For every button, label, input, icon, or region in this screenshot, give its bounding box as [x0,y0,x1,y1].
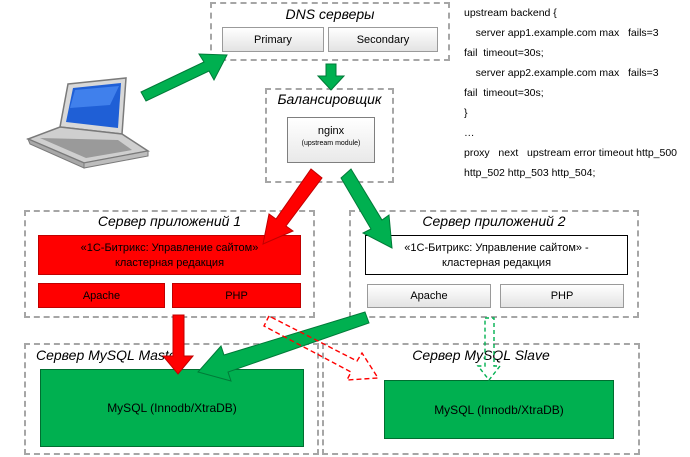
mysql-master-db-box: MySQL (Innodb/XtraDB) [40,369,304,447]
app2-php-box: PHP [500,284,624,308]
nginx-config-text: upstream backend { server app1.example.c… [464,3,688,183]
upstream-module-label: (upstream module) [301,140,361,147]
app2-apache-box: Apache [367,284,491,308]
mysql-slave-title: Сервер MySQL Slave [412,347,550,363]
config-line: … [464,127,475,139]
mysql-master-title: Сервер MySQL Master [36,347,182,363]
app2-bitrix-line1: «1С-Битрикс: Управление сайтом» - [404,242,589,254]
laptop-icon [25,77,150,169]
config-line: upstream backend { [464,7,557,19]
app1-bitrix-line1: «1С-Битрикс: Управление сайтом» [80,242,259,254]
app1-php-box: PHP [172,283,301,308]
config-line: server app2.example.com max fails=3 [464,67,659,79]
config-line: http_502 http_503 http_504; [464,167,596,179]
mysql-master-group [24,343,319,455]
app-server-1-group [24,210,315,318]
arrow-app1-to-master [161,314,195,375]
dns-servers-group [210,2,450,61]
dns-servers-title: DNS серверы [285,6,375,22]
dns-primary-box: Primary [222,27,324,52]
config-line: fail timeout=30s; [464,87,544,99]
config-line: server app1.example.com max fails=3 [464,27,659,39]
mysql-slave-db-box: MySQL (Innodb/XtraDB) [384,380,614,439]
app1-bitrix-box: «1С-Битрикс: Управление сайтом» кластерн… [38,235,301,275]
arrow-balancer-to-app2 [340,168,393,249]
app2-bitrix-box: «1С-Битрикс: Управление сайтом» - класте… [365,235,628,275]
arrow-balancer-to-app1 [262,168,323,245]
app2-bitrix-line2: кластерная редакция [441,257,552,269]
mysql-slave-group [322,343,640,455]
config-line: proxy next upstream error timeout http_5… [464,147,678,159]
arrow-app1-to-slave-dashed [263,315,380,381]
arrow-dns-to-balancer [316,63,346,91]
nginx-label: nginx [317,125,345,137]
balancer-title: Балансировщик [277,91,382,107]
arrow-client-to-dns [140,53,228,102]
app1-bitrix-line2: кластерная редакция [114,257,225,269]
dns-secondary-box: Secondary [328,27,438,52]
app-server-1-title: Сервер приложений 1 [97,213,242,229]
app-server-2-group [349,210,639,318]
nginx-box: nginx (upstream module) [287,117,375,163]
app1-apache-box: Apache [38,283,165,308]
arrow-app2-to-master [197,311,370,382]
app-server-2-title: Сервер приложений 2 [422,213,566,229]
config-line: fail timeout=30s; [464,47,544,59]
config-line: } [464,107,468,119]
arrow-app2-to-slave-dashed [476,317,502,382]
